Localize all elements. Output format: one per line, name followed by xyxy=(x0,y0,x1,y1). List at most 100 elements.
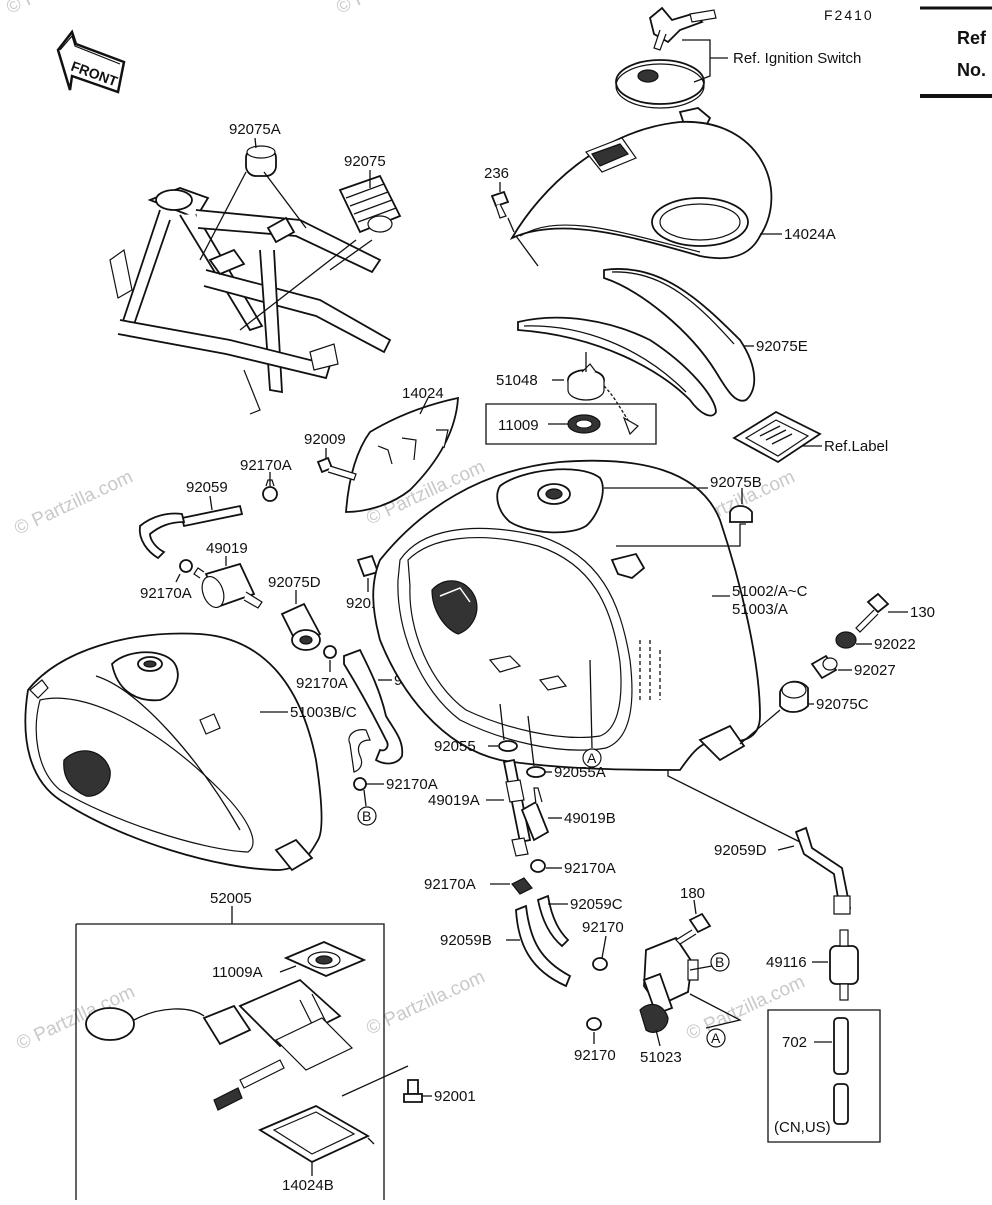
cnus-group-box xyxy=(767,1009,881,1143)
leader-line xyxy=(175,573,181,583)
gasket-11009A-icon xyxy=(283,941,367,977)
bolt-236-icon xyxy=(490,190,510,219)
label-92075E: 92075E xyxy=(756,338,808,355)
ignition-cover-icon xyxy=(615,59,712,131)
leader-line xyxy=(363,789,367,807)
hose-92059-icon xyxy=(138,504,244,560)
leader-line xyxy=(419,397,429,415)
leader-line xyxy=(209,495,213,511)
bolt-92001-icon xyxy=(403,1079,423,1103)
label-51023: 51023 xyxy=(640,1049,682,1066)
damper-92075D-icon xyxy=(280,602,322,651)
label-92059: 92059 xyxy=(186,479,228,496)
leader-line xyxy=(341,1065,432,1097)
hose-92059B-icon xyxy=(515,904,572,988)
damper-92075C-icon xyxy=(779,680,809,713)
cushion-92075A-icon xyxy=(245,145,277,177)
marker-b2-label: B xyxy=(715,954,724,970)
washer-92022-icon xyxy=(835,631,857,649)
hose-92059C-icon xyxy=(536,894,570,948)
fuel-filter-49019-icon xyxy=(193,562,263,609)
screw-92009-icon xyxy=(316,456,357,481)
side-cover-14024-icon xyxy=(345,396,459,513)
leader-line xyxy=(589,659,593,749)
label-92170A-3: 92170A xyxy=(296,675,348,692)
label-236: 236 xyxy=(484,165,509,182)
fuel-pump-52005-icon xyxy=(85,978,354,1111)
label-14024B: 14024B xyxy=(282,1177,334,1194)
collar-92027-icon xyxy=(810,654,838,680)
label-11009: 11009 xyxy=(498,417,539,434)
label-92059C: 92059C xyxy=(570,896,623,913)
watermark: © Partzilla.com xyxy=(363,966,488,1039)
leader-line xyxy=(667,770,805,845)
label-14024: 14024 xyxy=(402,385,444,402)
label-92009: 92009 xyxy=(304,431,346,448)
label-702: 702 xyxy=(782,1034,807,1051)
pump-cover-14024B-icon xyxy=(258,1104,375,1164)
tank-cover-14024A-icon xyxy=(509,121,773,267)
leader-line xyxy=(693,899,697,915)
leader-line xyxy=(601,935,607,959)
label-92027: 92027 xyxy=(854,662,896,679)
clamp-92170-icon xyxy=(592,957,608,971)
front-arrow-icon: FRONT xyxy=(56,29,126,94)
label-92170A-4: 92170A xyxy=(386,776,438,793)
leader-line xyxy=(254,137,257,149)
fuel-tank-51003BC-icon xyxy=(24,632,323,872)
label-92055A: 92055A xyxy=(554,764,606,781)
label-51002: 51002/A~C xyxy=(732,583,808,600)
label-ref-ignition: Ref. Ignition Switch xyxy=(733,50,861,67)
marker-a-label: A xyxy=(587,750,597,766)
label-49019B: 49019B xyxy=(564,810,616,827)
watermark: © Partzilla.com xyxy=(11,466,136,539)
label-92170A-1: 92170A xyxy=(240,457,292,474)
label-51048: 51048 xyxy=(496,372,538,389)
leader-line xyxy=(689,965,713,971)
pump-group-box xyxy=(76,923,385,1200)
clamp-92170-icon-2 xyxy=(586,1017,602,1031)
label-92170A-5: 92170A xyxy=(564,860,616,877)
hose-702-icon xyxy=(833,1017,849,1125)
ref-box-line2: No. xyxy=(957,60,986,80)
label-92075D: 92075D xyxy=(268,574,321,591)
label-51003BC: 51003B/C xyxy=(290,704,357,721)
label-92170-2: 92170 xyxy=(574,1047,616,1064)
clamp-92170A-icon-5 xyxy=(530,859,546,873)
label-52005: 52005 xyxy=(210,890,252,907)
leader-line xyxy=(604,487,746,547)
clamp-92170A-icon-3 xyxy=(323,645,337,659)
leader-line xyxy=(777,845,795,851)
clamp-92170A-icon-4 xyxy=(353,777,367,791)
marker-b-label: B xyxy=(362,808,371,824)
label-49019: 49019 xyxy=(206,540,248,557)
reference-marker-a xyxy=(582,748,602,768)
ref-box-line1: Ref xyxy=(957,28,987,48)
cushion-92075-icon xyxy=(338,174,402,234)
leader-line xyxy=(239,239,373,331)
label-180: 180 xyxy=(680,885,705,902)
oring-92055A-icon xyxy=(526,766,546,778)
bolt-180-icon xyxy=(675,912,712,945)
leader-line xyxy=(739,703,814,745)
gasket-11009-icon xyxy=(567,414,601,434)
fuel-cock-51023-icon xyxy=(639,936,699,1033)
marker-a2-label: A xyxy=(711,1030,721,1046)
label-11009A: 11009A xyxy=(212,964,263,981)
leader-line xyxy=(507,217,515,233)
clamp-92170A-icon-6 xyxy=(511,877,533,895)
label-92001: 92001 xyxy=(434,1088,476,1105)
label-92055: 92055 xyxy=(434,738,476,755)
filter-49116-icon xyxy=(829,929,859,1001)
figure-code: F2410 xyxy=(824,7,874,23)
label-14024A: 14024A xyxy=(784,226,836,243)
label-92075C: 92075C xyxy=(816,696,869,713)
label-92075B: 92075B xyxy=(710,474,762,491)
label-49019A: 49019A xyxy=(428,792,480,809)
cap-group-box xyxy=(485,403,657,445)
label-92170-1: 92170 xyxy=(582,919,624,936)
reference-marker-b-2 xyxy=(710,952,730,972)
label-92059B: 92059B xyxy=(440,932,492,949)
